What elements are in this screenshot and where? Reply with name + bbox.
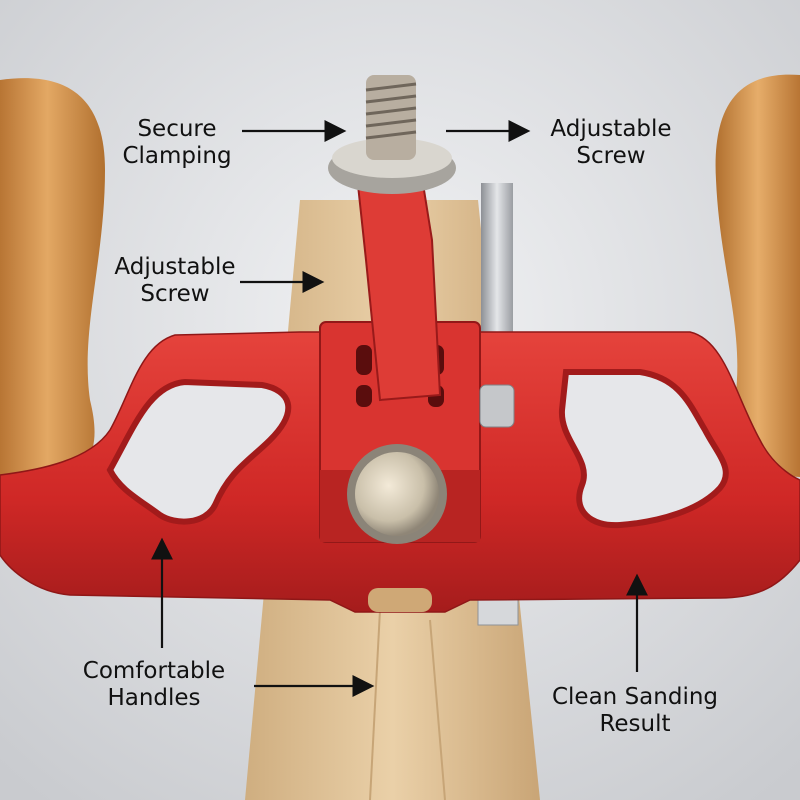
label-adjustable-screw-left: Adjustable Screw bbox=[100, 254, 250, 308]
left-wooden-handle bbox=[0, 78, 105, 478]
plate-window-right bbox=[558, 369, 729, 529]
label-line: Handles bbox=[107, 685, 201, 711]
label-line: Adjustable bbox=[114, 254, 236, 280]
front-thumb-knob bbox=[355, 452, 439, 536]
clamp-slot bbox=[356, 385, 372, 407]
screw-thread bbox=[365, 118, 417, 128]
label-line: Comfortable bbox=[82, 658, 226, 684]
label-line: Result bbox=[599, 711, 671, 737]
label-comfortable-handles: Comfortable Handles bbox=[64, 658, 244, 712]
screw-thread bbox=[365, 82, 417, 92]
plate-window-left bbox=[106, 378, 292, 525]
label-adjustable-screw-right: Adjustable Screw bbox=[536, 116, 686, 170]
label-clean-sanding-result: Clean Sanding Result bbox=[540, 684, 730, 738]
screw-thread bbox=[365, 130, 417, 140]
label-line: Screw bbox=[140, 281, 210, 307]
plate-notch bbox=[368, 588, 432, 612]
screw-thread bbox=[365, 106, 417, 116]
side-bolt bbox=[479, 384, 515, 428]
board-grain bbox=[369, 609, 381, 800]
label-line: Clamping bbox=[122, 143, 232, 169]
screw-thread bbox=[365, 94, 417, 104]
label-line: Secure bbox=[137, 116, 217, 142]
clamp-slot bbox=[356, 345, 372, 375]
label-secure-clamping: Secure Clamping bbox=[112, 116, 242, 170]
label-line: Screw bbox=[576, 143, 646, 169]
label-line: Clean Sanding bbox=[551, 684, 719, 710]
board-grain bbox=[429, 619, 446, 800]
label-line: Adjustable bbox=[550, 116, 672, 142]
right-wooden-handle bbox=[715, 74, 800, 478]
